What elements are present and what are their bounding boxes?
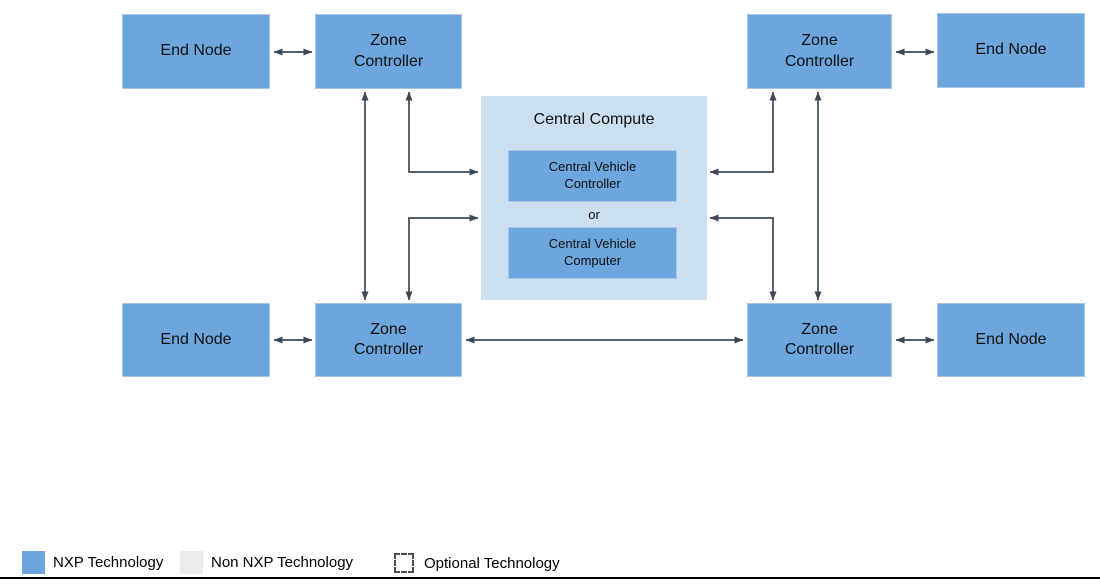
non-nxp-gray-swatch-icon	[180, 551, 203, 574]
zone-controller-label: Zone Controller	[784, 32, 855, 70]
zone-controller-top-right: Zone Controller	[747, 14, 892, 89]
zone-controller-bottom-right: Zone Controller	[747, 303, 892, 377]
legend-label-non-nxp: Non NXP Technology	[211, 554, 354, 571]
zone-controller-label: Zone Controller	[353, 320, 424, 358]
central-compute-title: Central Compute	[533, 111, 655, 128]
zone-controller-label: Zone Controller	[353, 32, 424, 70]
or-label: or	[588, 207, 600, 222]
zone-controller-top-left: Zone Controller	[315, 14, 462, 89]
end-node-label: End Node	[160, 42, 232, 60]
legend-item-non-nxp: Non NXP Technology	[180, 551, 353, 574]
end-node-top-left: End Node	[122, 14, 270, 89]
legend-item-nxp: NXP Technology	[22, 551, 163, 574]
end-node-label: End Node	[975, 330, 1047, 348]
end-node-label: End Node	[975, 41, 1047, 59]
nxp-blue-swatch-icon	[22, 551, 45, 574]
legend-label-optional: Optional Technology	[424, 554, 560, 572]
end-node-bottom-left: End Node	[122, 303, 270, 377]
end-node-bottom-right: End Node	[937, 303, 1085, 377]
legend: NXP Technology Non NXP Technology Option…	[0, 548, 1100, 578]
zone-controller-label: Zone Controller	[784, 320, 855, 358]
arrow-zone-bottomleft-central	[405, 214, 479, 301]
arrow-zone-topleft-central	[405, 91, 479, 176]
central-vehicle-controller-box: Central Vehicle Controller	[508, 150, 677, 202]
end-node-label: End Node	[160, 330, 232, 348]
central-vehicle-computer-box: Central Vehicle Computer	[508, 227, 677, 279]
legend-label-nxp: NXP Technology	[53, 554, 164, 571]
central-vehicle-computer-label: Central Vehicle Computer	[548, 236, 637, 268]
optional-dashed-swatch-icon	[394, 553, 414, 573]
end-node-top-right: End Node	[937, 13, 1085, 88]
legend-item-optional: Optional Technology	[394, 553, 560, 573]
central-vehicle-controller-label: Central Vehicle Controller	[548, 159, 637, 191]
zone-controller-bottom-left: Zone Controller	[315, 303, 462, 377]
arrow-zone-bottomright-central	[709, 214, 777, 301]
bottom-divider-line	[0, 577, 1100, 579]
arrow-zone-topright-central	[709, 91, 777, 176]
central-compute-group: Central Compute Central Vehicle Controll…	[481, 96, 707, 300]
